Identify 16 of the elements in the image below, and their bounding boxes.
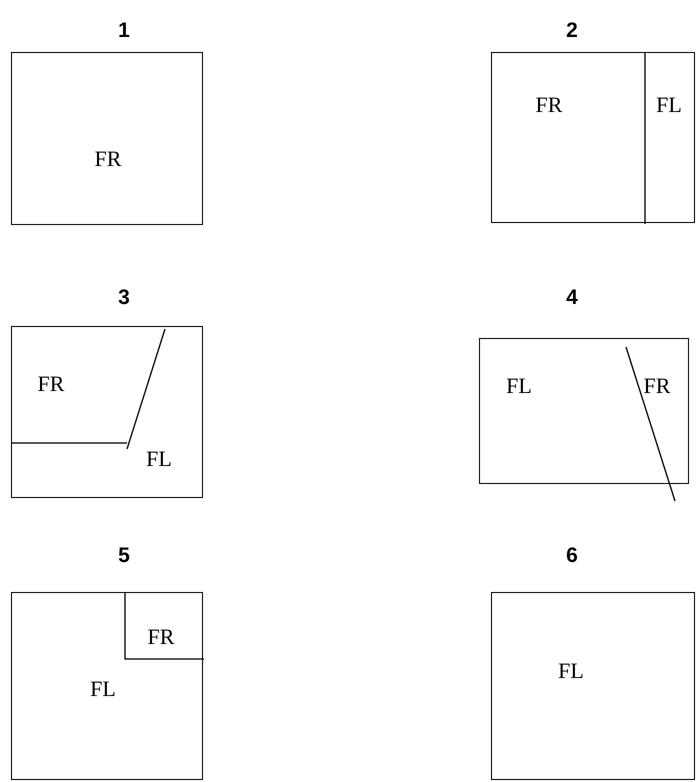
panel-number: 4 xyxy=(566,287,578,308)
region-label: FL xyxy=(656,94,682,116)
panel-number: 5 xyxy=(118,545,130,566)
panel-number: 6 xyxy=(566,545,578,566)
region-label: FL xyxy=(146,448,172,470)
region-label: FR xyxy=(94,148,122,170)
panel-number: 2 xyxy=(566,20,578,41)
region-label: FR xyxy=(536,94,562,116)
region-label: FL xyxy=(90,678,116,700)
panel-number: 1 xyxy=(118,20,130,41)
region-label: FR xyxy=(148,626,174,648)
region-label: FR xyxy=(38,373,64,395)
panel-number: 3 xyxy=(118,287,130,308)
region-label: FL xyxy=(558,660,584,682)
region-label: FR xyxy=(644,375,670,397)
region-label: FL xyxy=(506,375,532,397)
